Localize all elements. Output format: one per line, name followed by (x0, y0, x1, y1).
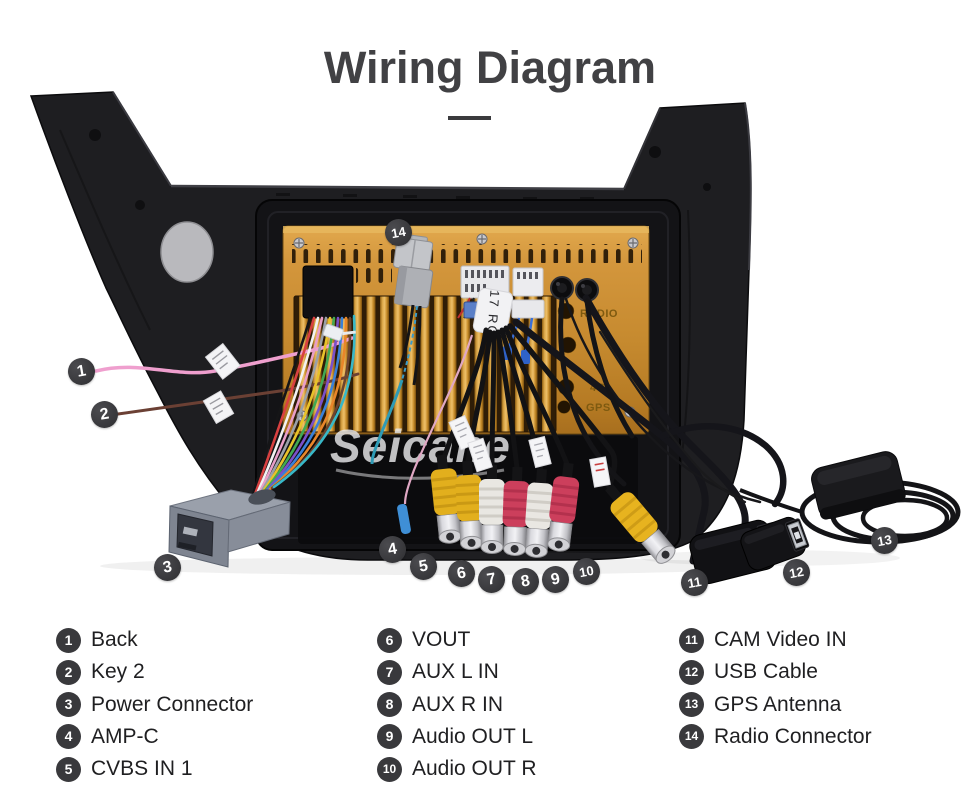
legend-item-number: 13 (679, 692, 704, 718)
legend-item-label: CAM Video IN (714, 628, 847, 651)
gps-antenna-puck (811, 451, 906, 520)
legend-item-number: 10 (377, 756, 402, 782)
legend: 1 Back 2 Key 2 3 Power Connector 4 AMP-C 5 CVBS I… (0, 627, 980, 797)
legend-item-number: 11 (679, 627, 704, 653)
legend-item-label: GPS Antenna (714, 692, 842, 716)
power-connector (168, 489, 291, 568)
legend-item-number: 4 (56, 724, 81, 750)
radio-connector-wires (370, 304, 422, 465)
wing-screw-hole (135, 200, 145, 210)
wire-key2 (116, 372, 360, 416)
plate-label-gps: GPS (586, 402, 611, 414)
legend-item-2: 2 Key 2 (56, 659, 253, 685)
antenna-jack-gps (575, 278, 599, 302)
svg-text:17 RC: 17 RC (484, 290, 502, 338)
usb-port-2 (740, 516, 810, 571)
legend-item-14: 14 Radio Connector (679, 724, 872, 750)
cable-flag (589, 456, 611, 488)
legend-column-3: 11 CAM Video IN 12 USB Cable 13 GPS Antenna 14… (679, 627, 872, 756)
rca-aux-l-in (479, 465, 505, 554)
legend-item-number: 6 (377, 627, 402, 653)
rca-vout (455, 460, 484, 550)
rca-cvbs-in-1 (430, 454, 462, 544)
wing-screw-hole (649, 146, 661, 158)
legend-item-number: 8 (377, 692, 402, 718)
harness-socket (302, 265, 354, 319)
zip-tie (322, 323, 356, 342)
legend-item-6: 6 VOUT (377, 627, 537, 653)
legend-item-label: Audio OUT L (412, 724, 534, 748)
cable-flag (528, 435, 552, 469)
legend-item-9: 9 Audio OUT L (377, 724, 537, 750)
legend-item-label: USB Cable (714, 660, 818, 684)
legend-item-number: 2 (56, 659, 81, 685)
legend-item-number: 7 (377, 659, 402, 685)
wire-back-tag (204, 342, 241, 380)
legend-item-number: 9 (377, 724, 402, 750)
rca-cam-video-in (605, 484, 676, 564)
title-underline (448, 116, 491, 120)
antenna-jack-radio (550, 276, 574, 300)
legend-item-10: 10 Audio OUT R (377, 756, 537, 782)
legend-item-number: 14 (679, 724, 704, 750)
amp-c-wire (397, 334, 474, 535)
legend-item-4: 4 AMP-C (56, 724, 253, 750)
legend-column-2: 6 VOUT 7 AUX L IN 8 AUX R IN 9 Audio OUT L 10 Aud… (377, 627, 537, 788)
trim-disc (160, 221, 214, 283)
cable-flag (467, 437, 493, 473)
wing-screw-hole (703, 183, 711, 191)
rail-clip-marks (276, 193, 594, 200)
rca-audio-out-l (524, 468, 554, 558)
legend-item-label: AMP-C (91, 724, 159, 748)
legend-item-label: Radio Connector (714, 724, 872, 748)
legend-item-label: AUX L IN (412, 660, 499, 684)
legend-item-label: VOUT (412, 628, 471, 651)
legend-item-13: 13 GPS Antenna (679, 692, 872, 718)
legend-item-1: 1 Back (56, 627, 253, 653)
wire-key2-tag (202, 390, 235, 425)
legend-column-1: 1 Back 2 Key 2 3 Power Connector 4 AMP-C 5 CVBS I… (56, 627, 253, 788)
legend-item-label: AUX R IN (412, 692, 504, 716)
legend-item-label: Power Connector (91, 692, 254, 716)
power-harness-wires (250, 314, 356, 500)
legend-item-12: 12 USB Cable (679, 659, 872, 685)
wing-screw-hole (89, 129, 101, 141)
legend-item-number: 5 (56, 756, 81, 782)
rca-audio-out-r (547, 462, 580, 552)
legend-item-label: Back (91, 628, 138, 651)
legend-item-number: 1 (56, 627, 81, 653)
legend-item-3: 3 Power Connector (56, 692, 253, 718)
legend-item-11: 11 CAM Video IN (679, 627, 872, 653)
page-title: Wiring Diagram (323, 42, 657, 93)
legend-item-5: 5 CVBS IN 1 (56, 756, 253, 782)
legend-item-label: CVBS IN 1 (91, 757, 193, 781)
board-socket-b (512, 267, 544, 297)
legend-item-number: 12 (679, 659, 704, 685)
legend-item-7: 7 AUX L IN (377, 659, 537, 685)
legend-item-label: Key 2 (91, 660, 145, 684)
vent-slit-row (356, 266, 392, 285)
legend-item-8: 8 AUX R IN (377, 692, 537, 718)
vent-slit-row (292, 244, 642, 263)
legend-item-number: 3 (56, 692, 81, 718)
legend-item-label: Audio OUT R (412, 757, 537, 781)
